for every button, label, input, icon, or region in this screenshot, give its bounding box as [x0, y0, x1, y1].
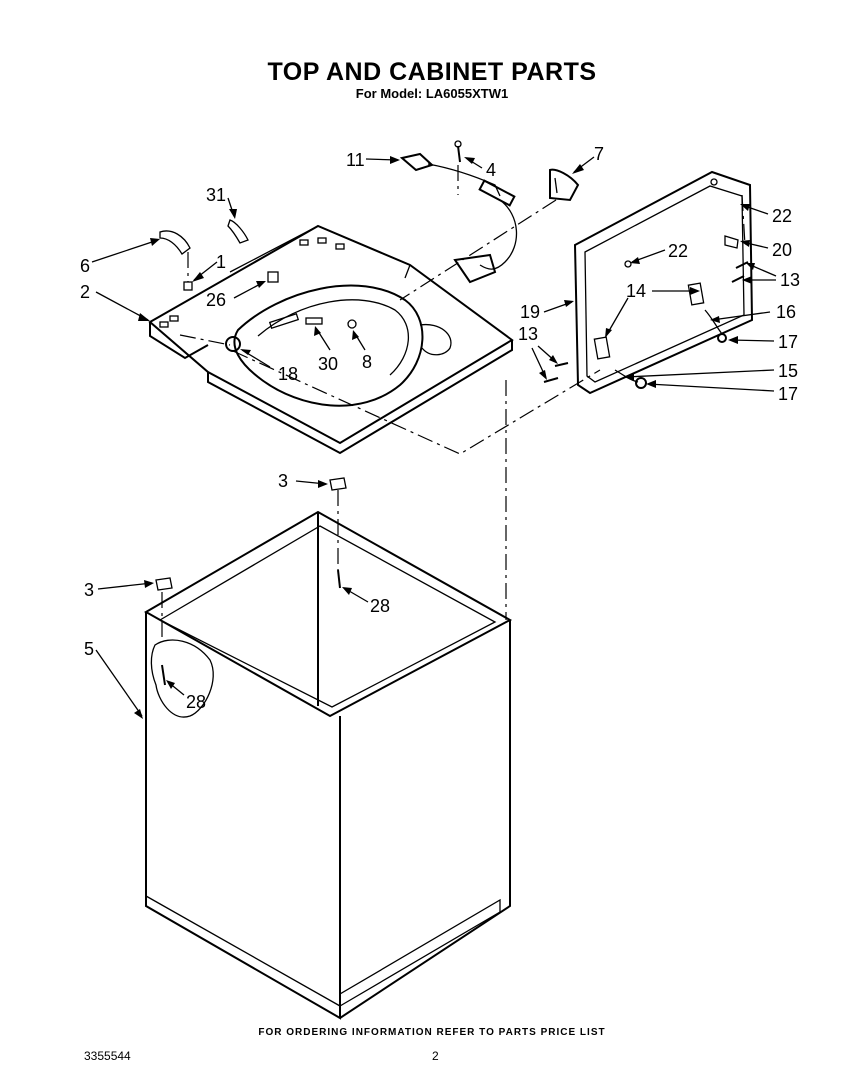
callout-28-lower: 28	[186, 692, 206, 712]
callout-3-left: 3	[84, 580, 94, 600]
callout-28-upper: 28	[370, 596, 390, 616]
callout-22-inner: 22	[668, 241, 688, 261]
callout-17-lower: 17	[778, 384, 798, 404]
callout-26: 26	[206, 290, 226, 310]
callout-14: 14	[626, 281, 646, 301]
callout-7: 7	[594, 144, 604, 164]
ordering-info-note: FOR ORDERING INFORMATION REFER TO PARTS …	[258, 1027, 606, 1038]
clip-3-left	[155, 577, 173, 591]
callout-13-right: 13	[780, 270, 800, 290]
callout-13-left: 13	[518, 324, 538, 344]
model-subtitle: For Model: LA6055XTW1	[355, 86, 509, 101]
callout-8: 8	[362, 352, 372, 372]
callout-19: 19	[520, 302, 540, 322]
callout-22-right: 22	[772, 206, 792, 226]
lid	[543, 170, 754, 395]
page-number: 2	[432, 1049, 439, 1063]
callout-30: 30	[318, 354, 338, 374]
callout-20: 20	[772, 240, 792, 260]
top-panel	[148, 224, 514, 455]
callout-11: 11	[346, 150, 365, 170]
callout-16: 16	[776, 302, 796, 322]
callout-6: 6	[80, 256, 90, 276]
callout-5: 5	[84, 639, 94, 659]
screw-28-upper	[337, 569, 341, 589]
callout-3-upper: 3	[278, 471, 288, 491]
clip-3-upper	[329, 477, 347, 491]
callout-18: 18	[278, 364, 298, 384]
cabinet	[143, 510, 513, 1020]
callout-17-upper: 17	[778, 332, 798, 352]
callout-31: 31	[206, 185, 226, 205]
assembly-lines	[161, 165, 746, 640]
document-number: 3355544	[84, 1049, 131, 1063]
callout-1: 1	[216, 252, 226, 272]
callout-4: 4	[486, 160, 496, 180]
callout-15: 15	[778, 361, 798, 381]
page-title: TOP AND CABINET PARTS	[267, 58, 597, 86]
callout-numbers: 31 6 2 1 26 18 30 8 11 4 7 22 22 20 13 1…	[80, 144, 800, 712]
leader-lines	[91, 156, 777, 719]
callout-2: 2	[80, 282, 90, 302]
lid-switch-harness	[159, 140, 580, 329]
